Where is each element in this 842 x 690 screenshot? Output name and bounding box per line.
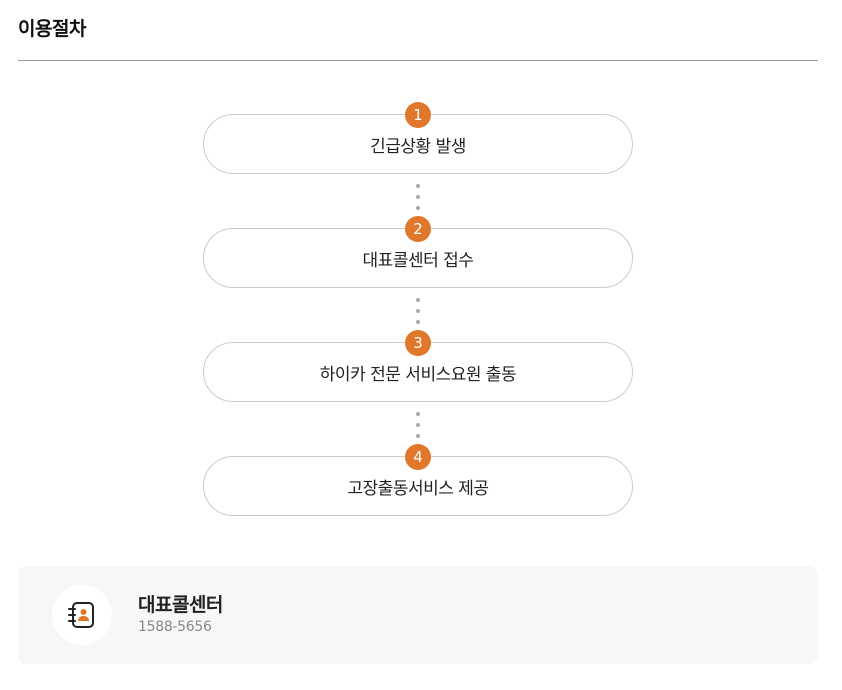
step-connector-dots <box>416 412 420 438</box>
step-label: 긴급상황 발생 <box>370 136 466 157</box>
contact-book-icon <box>68 602 94 628</box>
step-label: 고장출동서비스 제공 <box>347 478 489 499</box>
contact-icon-circle <box>52 585 112 645</box>
step-number-badge: 2 <box>405 216 431 242</box>
step-number-badge: 4 <box>405 444 431 470</box>
contact-phone: 1588-5656 <box>138 619 212 635</box>
step-number-badge: 1 <box>405 102 431 128</box>
step-connector-dots <box>416 184 420 210</box>
contact-box: 대표콜센터 1588-5656 <box>18 566 818 664</box>
step-pill: 대표콜센터 접수 <box>203 228 633 288</box>
step-item: 2 대표콜센터 접수 <box>203 216 633 324</box>
contact-name: 대표콜센터 <box>138 594 223 616</box>
step-item: 1 긴급상황 발생 <box>203 102 633 210</box>
step-label: 하이카 전문 서비스요원 출동 <box>319 364 517 385</box>
step-item: 4 고장출동서비스 제공 <box>203 444 633 516</box>
step-item: 3 하이카 전문 서비스요원 출동 <box>203 330 633 438</box>
step-number-badge: 3 <box>405 330 431 356</box>
title-divider <box>18 60 818 61</box>
process-steps: 1 긴급상황 발생 2 대표콜센터 접수 3 하이카 전문 서비스요원 출동 <box>203 102 633 516</box>
step-pill: 고장출동서비스 제공 <box>203 456 633 516</box>
step-label: 대표콜센터 접수 <box>362 250 474 271</box>
section-title: 이용절차 <box>18 18 86 40</box>
step-connector-dots <box>416 298 420 324</box>
